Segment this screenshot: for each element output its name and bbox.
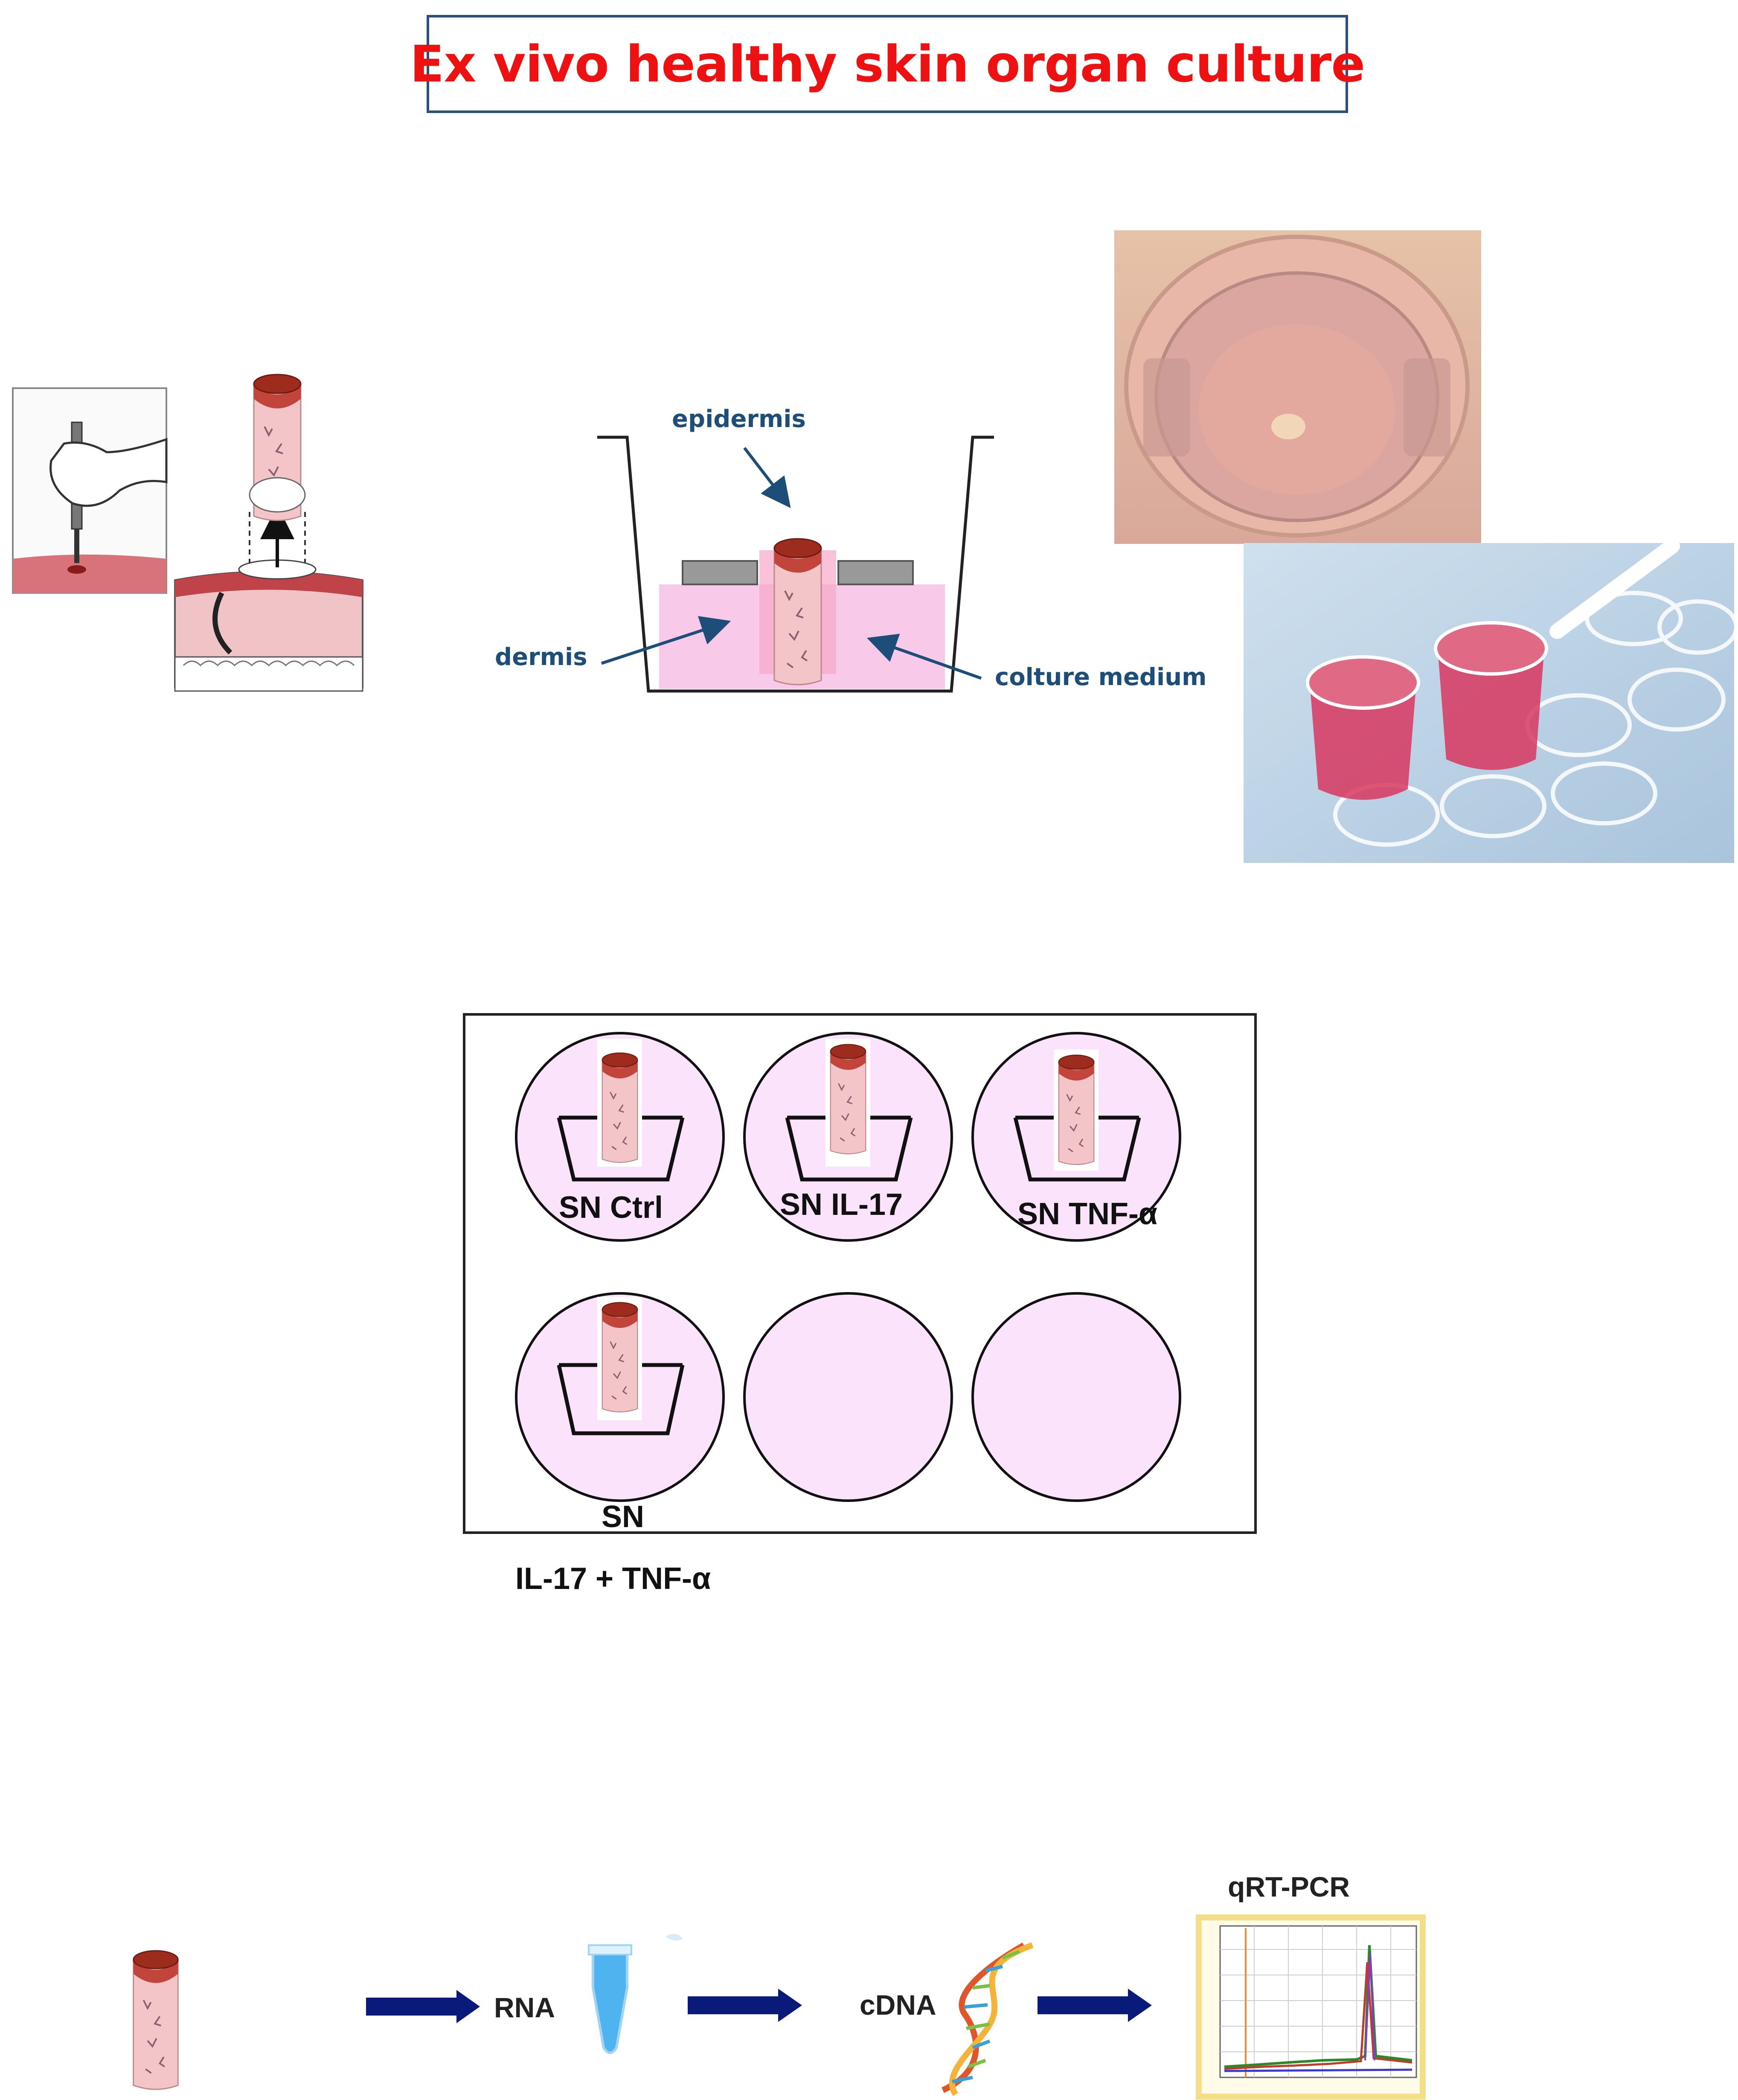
well-2 (743, 1032, 953, 1242)
arrow-3 (1038, 1989, 1152, 2022)
cdna-label: cDNA (860, 1989, 936, 2021)
culture-well-photo (1114, 230, 1481, 544)
culture-medium-label: colture medium (995, 663, 1207, 691)
title-box: Ex vivo healthy skin organ culture (410, 15, 1365, 113)
multiwell-plate-photo (1244, 538, 1738, 863)
qrt-pcr-label: qRT-PCR (1228, 1871, 1350, 1902)
punch-biopsy-illustration (12, 374, 363, 692)
well-2-label: SN IL-17 (780, 1188, 903, 1222)
epidermis-label: epidermis (672, 405, 806, 433)
well-3-label: SN TNF-α (1017, 1197, 1158, 1231)
six-well-plate (463, 1013, 1257, 1534)
well-6 (971, 1292, 1181, 1502)
well-4-sublabel: IL-17 + TNF-α (515, 1562, 711, 1596)
well-1 (515, 1032, 725, 1242)
arrow-2 (688, 1989, 802, 2022)
well-3 (971, 1032, 1181, 1242)
rna-label: RNA (494, 1992, 555, 2023)
well-5 (743, 1292, 953, 1502)
workflow (132, 1914, 1426, 2100)
dermis-label: dermis (495, 643, 587, 671)
page-title: Ex vivo healthy skin organ culture (410, 35, 1365, 93)
biopsy-sample-icon (132, 1950, 179, 2090)
dna-helix-icon (942, 1942, 1034, 2096)
transwell-insert-diagram (597, 436, 994, 693)
rna-tube-icon (588, 1934, 683, 2054)
well-4 (515, 1292, 725, 1502)
well-1-label: SN Ctrl (559, 1191, 663, 1225)
qpcr-plot-icon (1196, 1914, 1426, 2100)
arrow-1 (366, 1990, 480, 2023)
well-4-label: SN (602, 1500, 645, 1534)
